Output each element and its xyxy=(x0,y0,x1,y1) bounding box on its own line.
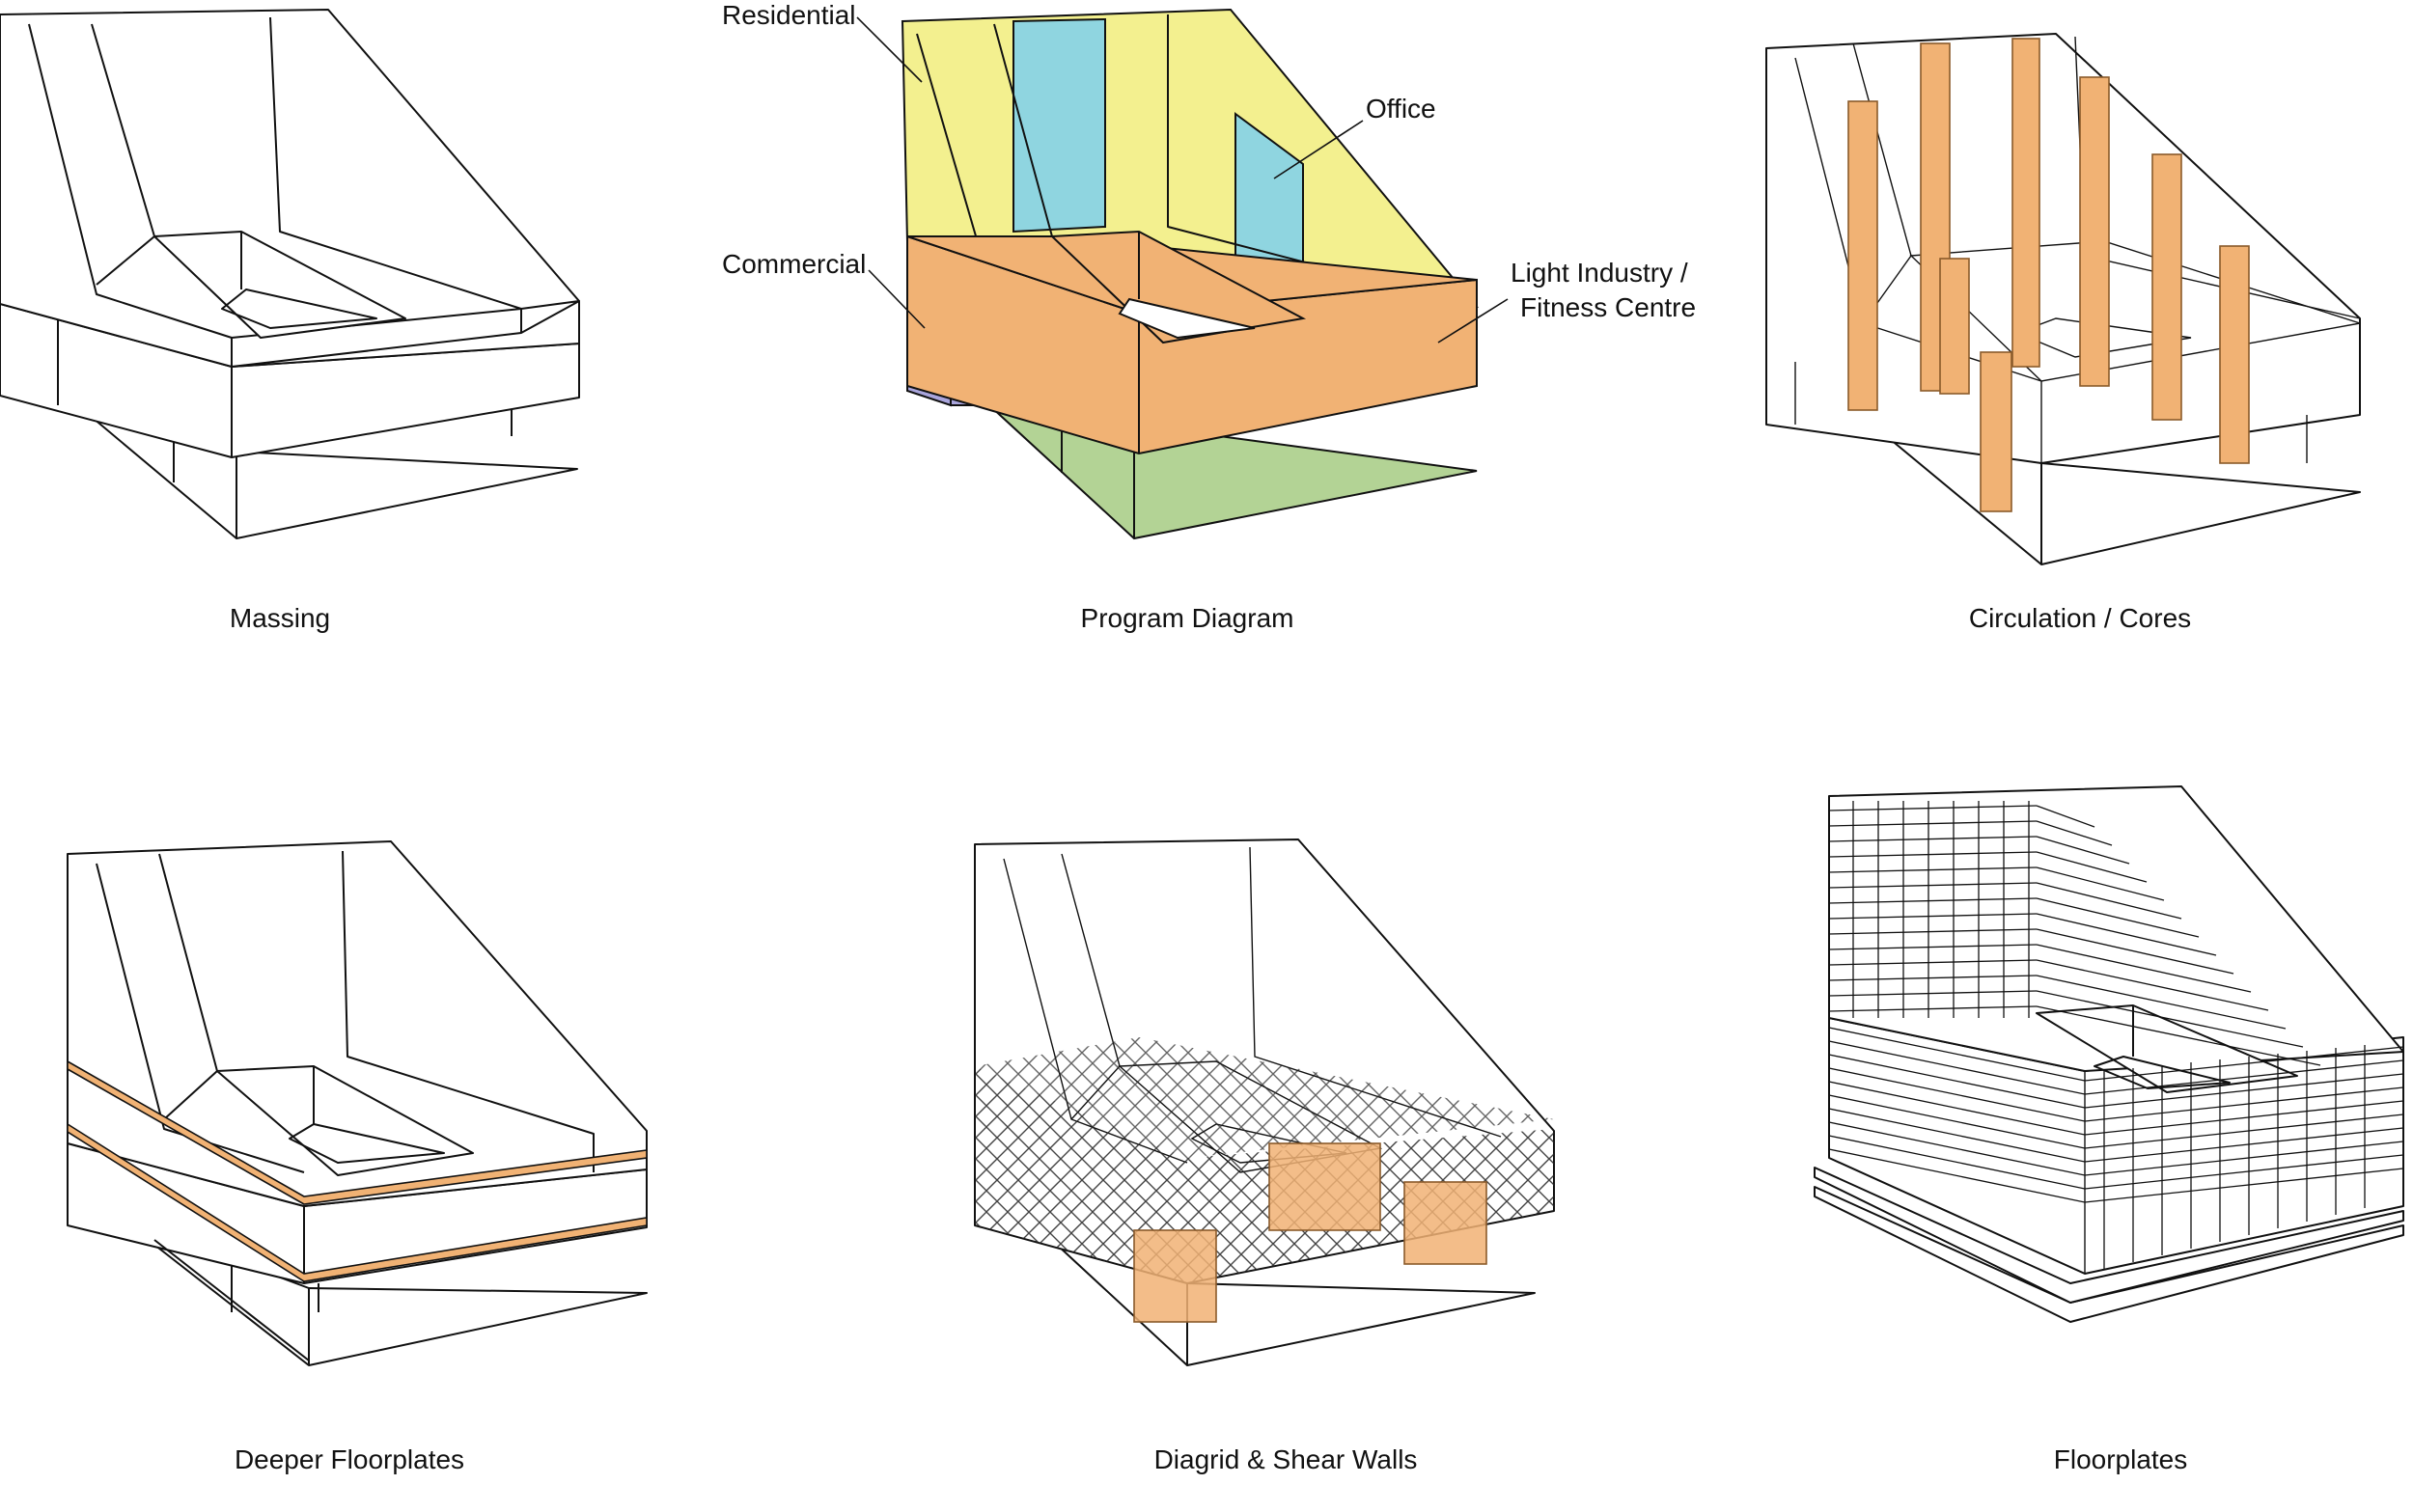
core-8 xyxy=(1980,351,2012,512)
floorplate-line xyxy=(2036,975,2287,1030)
office-stripe-1 xyxy=(1012,17,1106,234)
floorplate-line xyxy=(2084,1086,2404,1122)
circulation-model xyxy=(1765,33,2361,565)
caption-circulation: Circulation / Cores xyxy=(1968,603,2192,633)
floorplates-model xyxy=(1814,785,2404,1323)
floorplate-edge-lower xyxy=(67,1122,648,1282)
floorplate-line xyxy=(1828,959,2038,966)
floorplate-line xyxy=(2084,1141,2404,1176)
caption-deeper-floorplates: Deeper Floorplates xyxy=(234,1444,465,1474)
floorplate-line xyxy=(2036,866,2165,901)
floorplate-line xyxy=(2036,820,2113,846)
floorplate-line xyxy=(1828,1054,2086,1109)
floorplate-line xyxy=(2084,1059,2404,1095)
deeper-floorplates-model xyxy=(67,840,648,1366)
massing-diagram xyxy=(0,9,580,539)
floorplate-line xyxy=(2084,1046,2404,1082)
floorplate-line xyxy=(1828,928,2038,935)
floorplate-line xyxy=(2084,1073,2404,1109)
program-model xyxy=(901,8,1479,540)
floorplate-line xyxy=(2036,959,2269,1011)
core-5 xyxy=(2151,153,2182,421)
cores xyxy=(1847,38,2250,512)
shear-wall-3 xyxy=(1403,1181,1487,1265)
floorplate-line xyxy=(1828,866,2038,873)
floorplate-line xyxy=(1828,975,2038,981)
shear-wall-1 xyxy=(1133,1229,1217,1323)
floorplate-line xyxy=(1828,913,2038,920)
floorplate-line xyxy=(1828,1005,2038,1012)
core-3 xyxy=(2011,38,2040,368)
floorplate-line xyxy=(1828,1135,2086,1190)
label-industry-line2: Fitness Centre xyxy=(1520,292,1696,322)
core-6 xyxy=(2219,245,2250,464)
floorplate-line xyxy=(1828,851,2038,858)
caption-diagrid: Diagrid & Shear Walls xyxy=(1153,1444,1418,1474)
floorplate-line xyxy=(2036,1005,2321,1066)
floorplate-line xyxy=(2036,882,2182,920)
floorplate-line xyxy=(1828,805,2038,811)
caption-floorplates: Floorplates xyxy=(2053,1444,2188,1474)
floorplate-line xyxy=(2036,836,2130,865)
label-commercial: Commercial xyxy=(722,249,866,279)
floorplate-line xyxy=(1828,1081,2086,1136)
diagrid-diagram xyxy=(974,838,1555,1366)
floorplate-line xyxy=(1828,1094,2086,1149)
core-4 xyxy=(2079,76,2110,387)
floorplate-line xyxy=(1828,1108,2086,1163)
floorplate-line xyxy=(2036,944,2252,993)
floorplate-line xyxy=(2084,1113,2404,1149)
caption-program: Program Diagram xyxy=(1080,603,1294,633)
floorplate-line xyxy=(1828,836,2038,842)
diagrid-model xyxy=(974,838,1555,1366)
floorplate-line xyxy=(1828,990,2038,997)
floorplate-line xyxy=(2084,1154,2404,1190)
label-residential: Residential xyxy=(722,0,856,30)
caption-massing: Massing xyxy=(229,603,331,633)
floorplate-line xyxy=(2084,1100,2404,1136)
floorplates-diagram xyxy=(1814,785,2404,1323)
floorplate-line xyxy=(2036,805,2095,828)
floorplate-line xyxy=(2084,1168,2404,1203)
label-office: Office xyxy=(1366,94,1436,124)
core-7 xyxy=(1939,258,1970,395)
floorplate-line xyxy=(1828,1027,2086,1082)
shear-wall-2 xyxy=(1268,1142,1381,1231)
program-diagram: Residential Office Commercial Light Indu… xyxy=(722,0,1696,540)
floorplate-line xyxy=(2036,913,2217,956)
floorplate-line xyxy=(1828,1067,2086,1122)
floorplate-line xyxy=(1828,1148,2086,1203)
floorplate-line xyxy=(1828,882,2038,889)
core-1 xyxy=(1847,100,1878,411)
deeper-floorplates-diagram xyxy=(67,840,648,1366)
floorplate-line xyxy=(1828,1121,2086,1176)
floorplate-line xyxy=(2036,851,2148,883)
floorplate-line xyxy=(2084,1127,2404,1163)
floorplate-line xyxy=(2036,928,2234,975)
floorplate-line xyxy=(2036,990,2304,1048)
floorplate-line xyxy=(1828,1040,2086,1095)
massing-model xyxy=(0,9,580,539)
floorplate-line xyxy=(1828,897,2038,904)
floorplate-line xyxy=(2036,897,2200,938)
circulation-diagram xyxy=(1765,33,2361,565)
floorplate-edge-upper xyxy=(67,1059,648,1205)
diagrid-band-upper xyxy=(975,1037,1554,1158)
floorplate-line xyxy=(1828,944,2038,950)
floorplate-line xyxy=(1828,820,2038,827)
label-industry-line1: Light Industry / xyxy=(1511,258,1688,288)
